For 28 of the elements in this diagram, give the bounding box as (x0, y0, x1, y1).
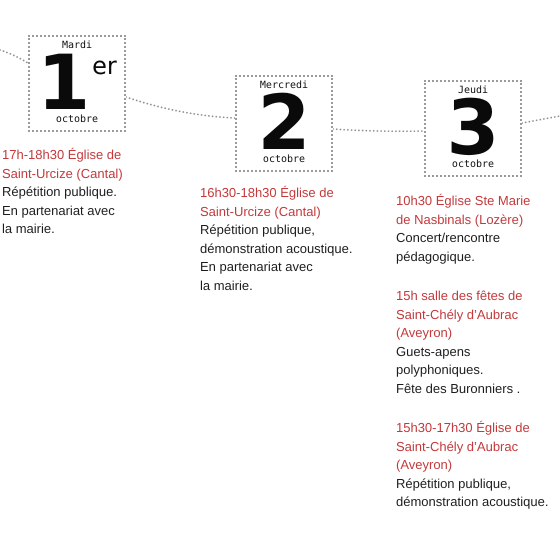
event-description: En partenariat avec la mairie. (200, 258, 314, 294)
event-description: Répétition publique. (2, 183, 117, 201)
date-number: 3 (446, 97, 500, 159)
month-label: octobre (56, 114, 98, 126)
dotted-line (332, 128, 425, 132)
event-heading: 17h-18h30 Église de Saint-Urcize (Cantal) (2, 146, 124, 183)
dotted-line (0, 49, 29, 64)
event-heading: 15h30-17h30 Église de Saint-Chély d’Aubrac (Aveyron) (396, 419, 531, 474)
day-label: Jeudi (458, 85, 488, 97)
event-heading: 15h salle des fêtes de Saint-Chély d’Aubrac (Aveyron) (396, 287, 524, 342)
event-description: En partenariat avec la mairie. (2, 202, 116, 238)
event-description: Concert/rencontre pédagogique. (396, 229, 502, 266)
date-card (235, 75, 333, 172)
date-number: 2 (258, 92, 310, 154)
event-heading: 10h30 Église Ste Marie de Nasbinals (Lozère) (396, 192, 532, 229)
date-card (28, 35, 126, 132)
event-description: Guets-apens polyphoniques. (396, 342, 484, 379)
event-description: Répétition publique, démonstration acoustique. (200, 221, 354, 258)
day-label: Mardi (62, 40, 92, 52)
date-card (424, 80, 522, 177)
event-description: Répétition publique, démonstration acoustique. (396, 474, 550, 511)
month-label: octobre (262, 154, 306, 166)
date-number: 1$^{er}$ (37, 52, 117, 114)
event-description: Fête des Buronniers . (396, 380, 520, 398)
dotted-line (125, 96, 236, 119)
month-label: octobre (452, 159, 494, 171)
day-label: Mercredi (260, 80, 308, 92)
event-heading: 16h30-18h30 Église de Saint-Urcize (Cantal) (200, 184, 335, 221)
